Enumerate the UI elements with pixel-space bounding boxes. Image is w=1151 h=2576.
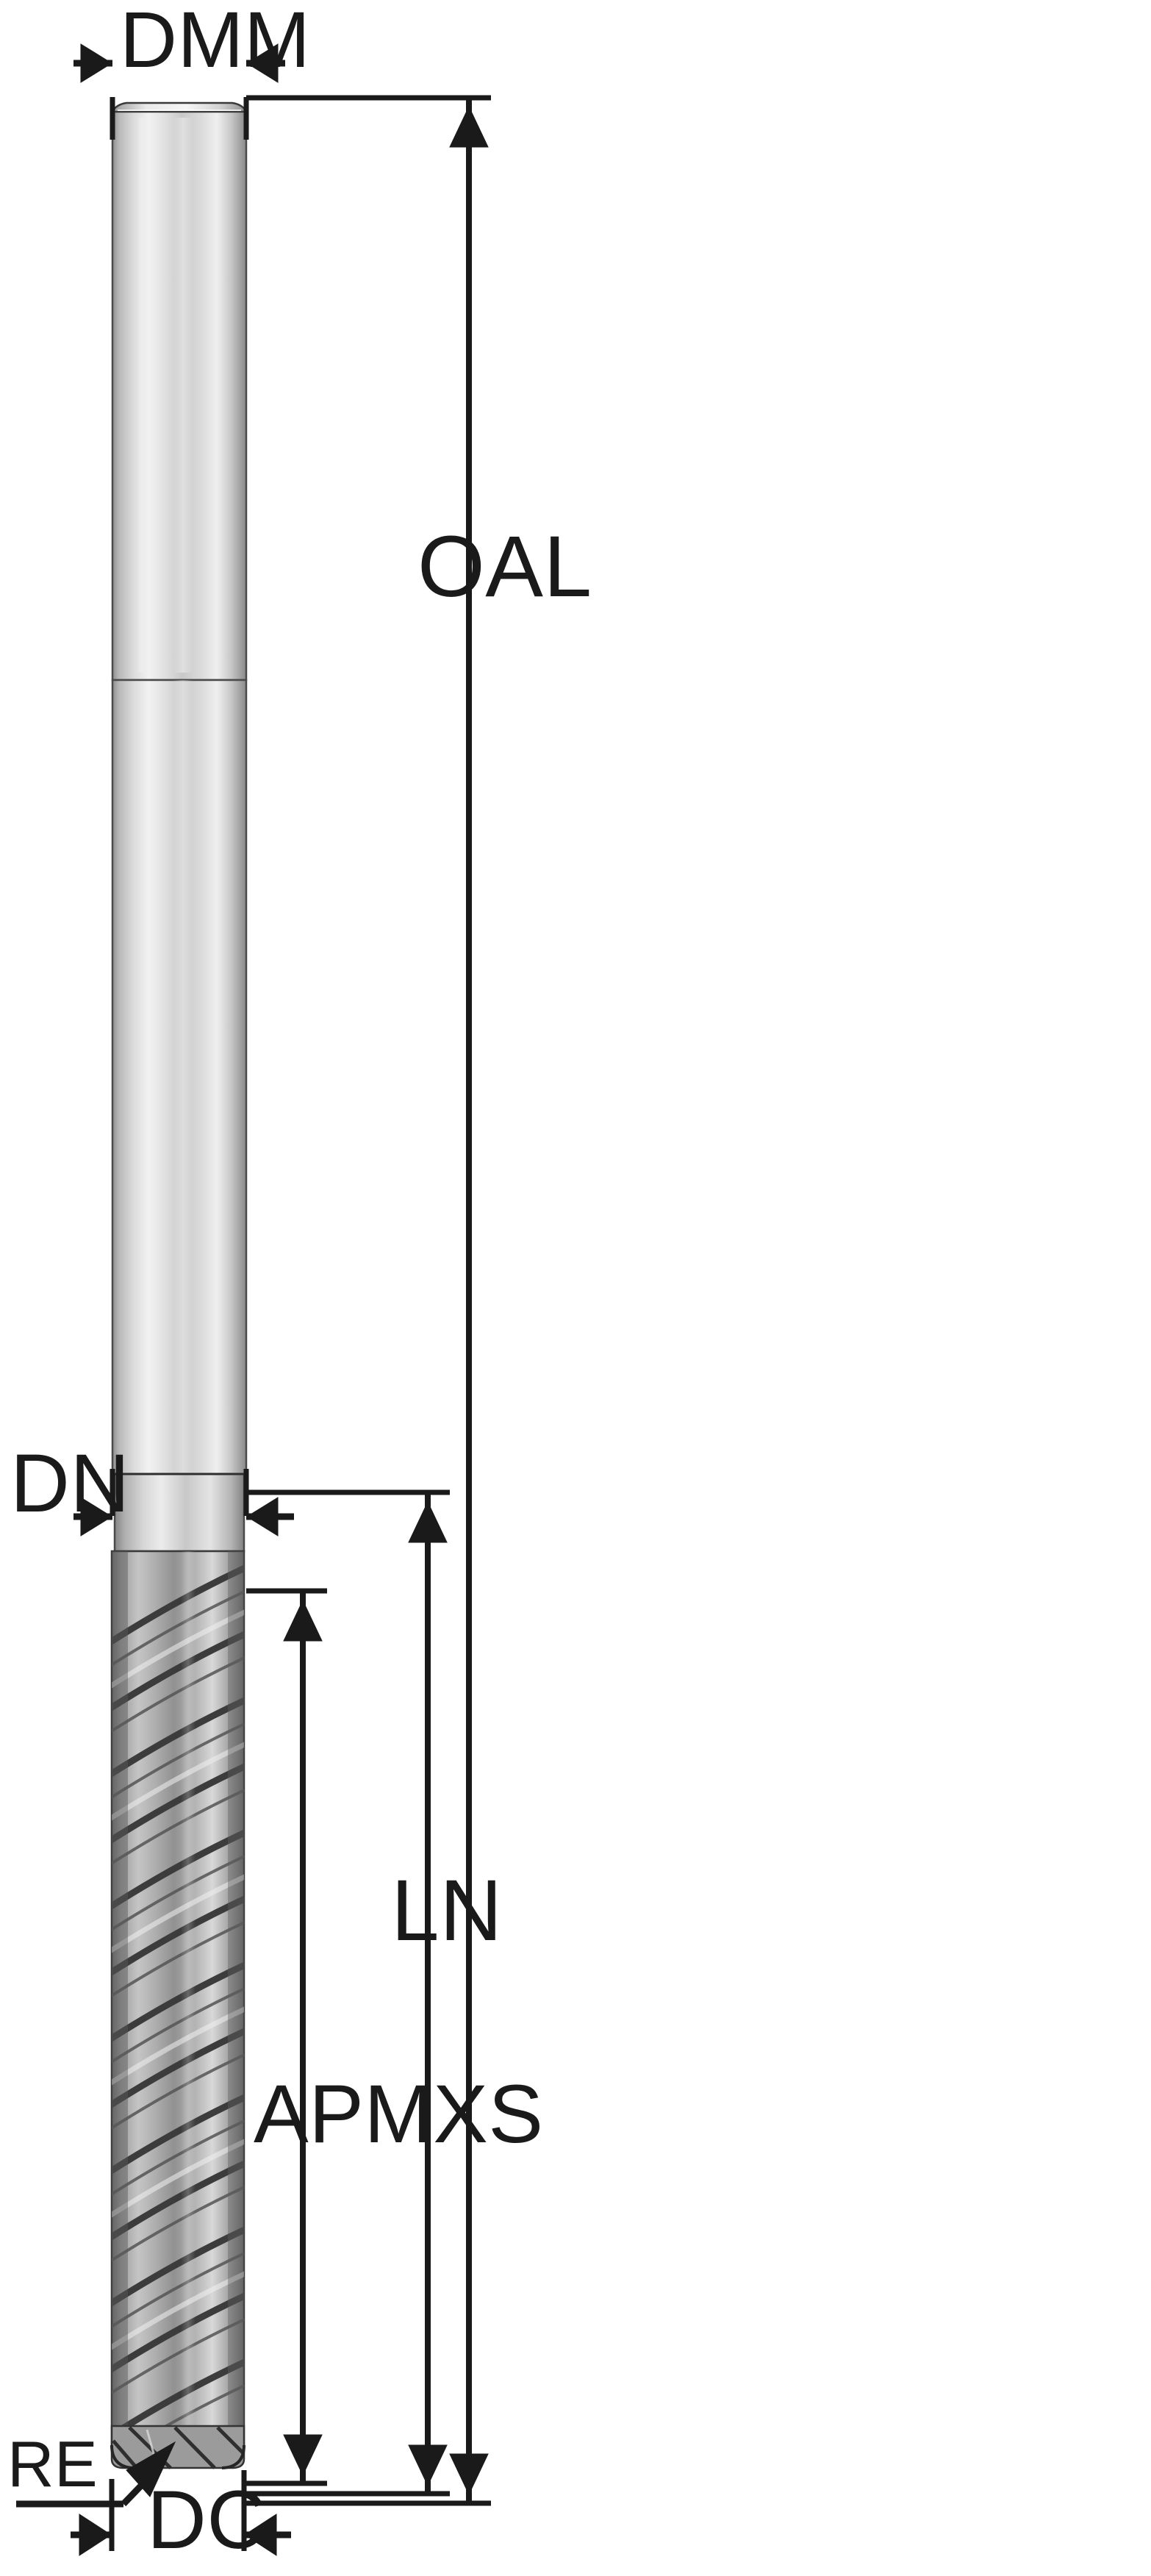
shank-lower [111,679,248,1475]
dimension-dc [71,2470,291,2556]
dimension-label-apmxs: APMXS [254,2068,544,2160]
dimension-annotations [16,43,491,2556]
corner-radius-right [221,2444,245,2469]
dimension-apmxs [246,1588,327,2486]
tool-body [110,101,248,2469]
dimension-label-oal: OAL [417,518,592,615]
flute-section [110,1550,245,2469]
dimension-label-re: RE [7,2427,98,2500]
dimension-oal [246,95,491,2506]
neck [112,1473,246,1553]
dimension-label-dn: DN [10,1437,130,1529]
dimension-ln [246,1489,450,2497]
shank [110,101,248,681]
dimension-dn [73,1469,294,1536]
dimension-re [16,2441,176,2508]
dimension-label-ln: LN [391,1862,503,1959]
dimension-dmm [73,43,285,140]
dimension-label-dc: DC [147,2474,267,2566]
cutting-end-teeth [110,2425,245,2469]
helical-flutes [112,1551,244,2466]
dimension-label-dmm: DMM [120,0,311,84]
